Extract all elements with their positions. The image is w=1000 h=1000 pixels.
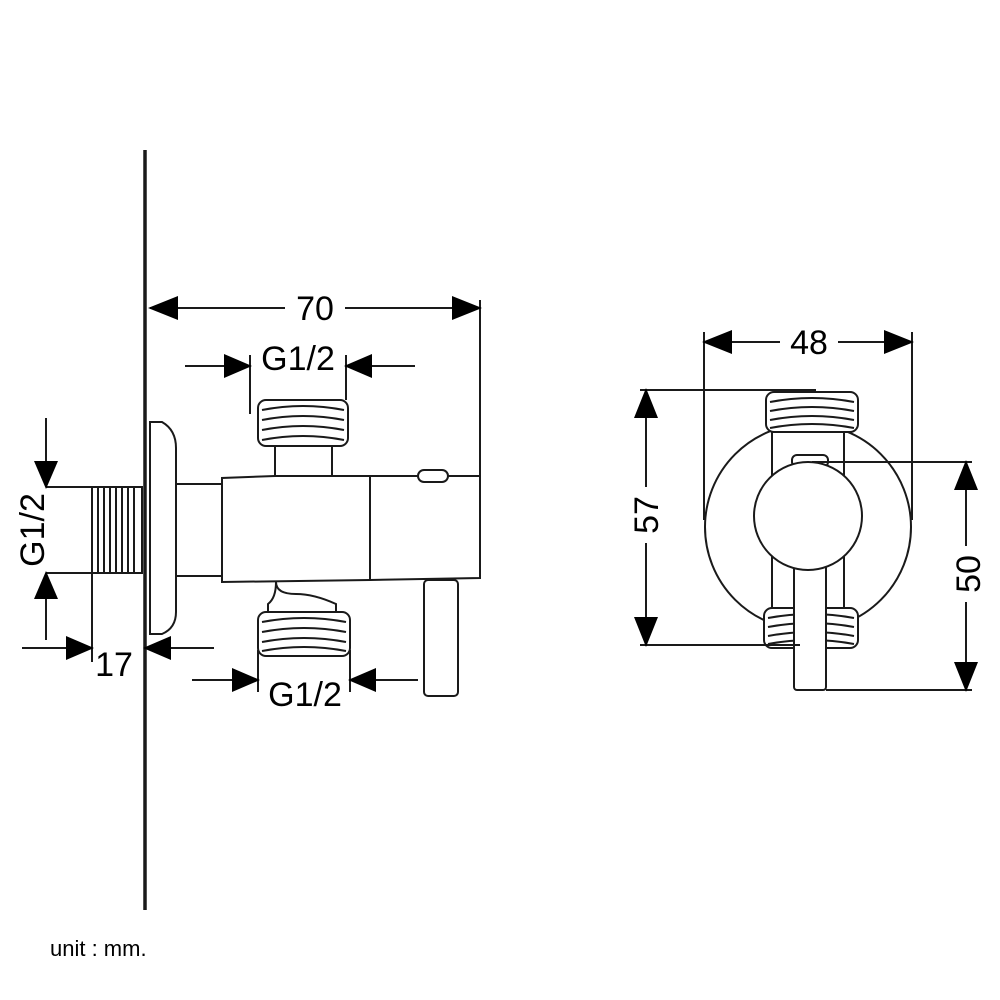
bottom-thread-label: G1/2 bbox=[268, 676, 342, 714]
handle-lever bbox=[423, 579, 459, 697]
dimension-57-label: 57 bbox=[628, 496, 666, 534]
dimension-17: 17 bbox=[22, 573, 214, 684]
handle-slot bbox=[417, 469, 449, 483]
dimension-70-label: 70 bbox=[296, 290, 334, 328]
unit-note: unit : mm. bbox=[50, 936, 147, 961]
dimension-50-label: 50 bbox=[950, 555, 988, 593]
dimension-17-label: 17 bbox=[95, 646, 133, 684]
dimension-48: 48 bbox=[702, 322, 914, 520]
top-thread-label: G1/2 bbox=[261, 340, 335, 378]
dimension-bottom-thread: G1/2 bbox=[192, 650, 418, 714]
inlet-thread-label: G1/2 bbox=[14, 493, 52, 567]
inlet-thread bbox=[91, 486, 143, 574]
dimension-70: 70 bbox=[148, 288, 482, 530]
front-hub bbox=[753, 461, 863, 571]
front-view: 48 57 50 bbox=[628, 322, 988, 692]
body-neck bbox=[175, 483, 223, 577]
dimension-48-label: 48 bbox=[790, 324, 828, 362]
dimension-50: 50 bbox=[812, 460, 988, 692]
dimension-57: 57 bbox=[628, 388, 816, 647]
front-handle-lever bbox=[793, 559, 827, 691]
valve-body bbox=[221, 475, 481, 584]
front-top-thread bbox=[765, 391, 859, 433]
bottom-outlet-stem bbox=[267, 581, 337, 617]
side-view: 70 G1/2 G1/2 bbox=[14, 150, 482, 910]
top-outlet-thread bbox=[257, 399, 349, 447]
dimension-inlet-thread: G1/2 bbox=[14, 418, 142, 640]
bottom-outlet-thread bbox=[257, 611, 351, 657]
dimension-top-thread: G1/2 bbox=[185, 340, 415, 414]
top-outlet-stem bbox=[274, 445, 333, 477]
wall-flange bbox=[149, 421, 177, 635]
